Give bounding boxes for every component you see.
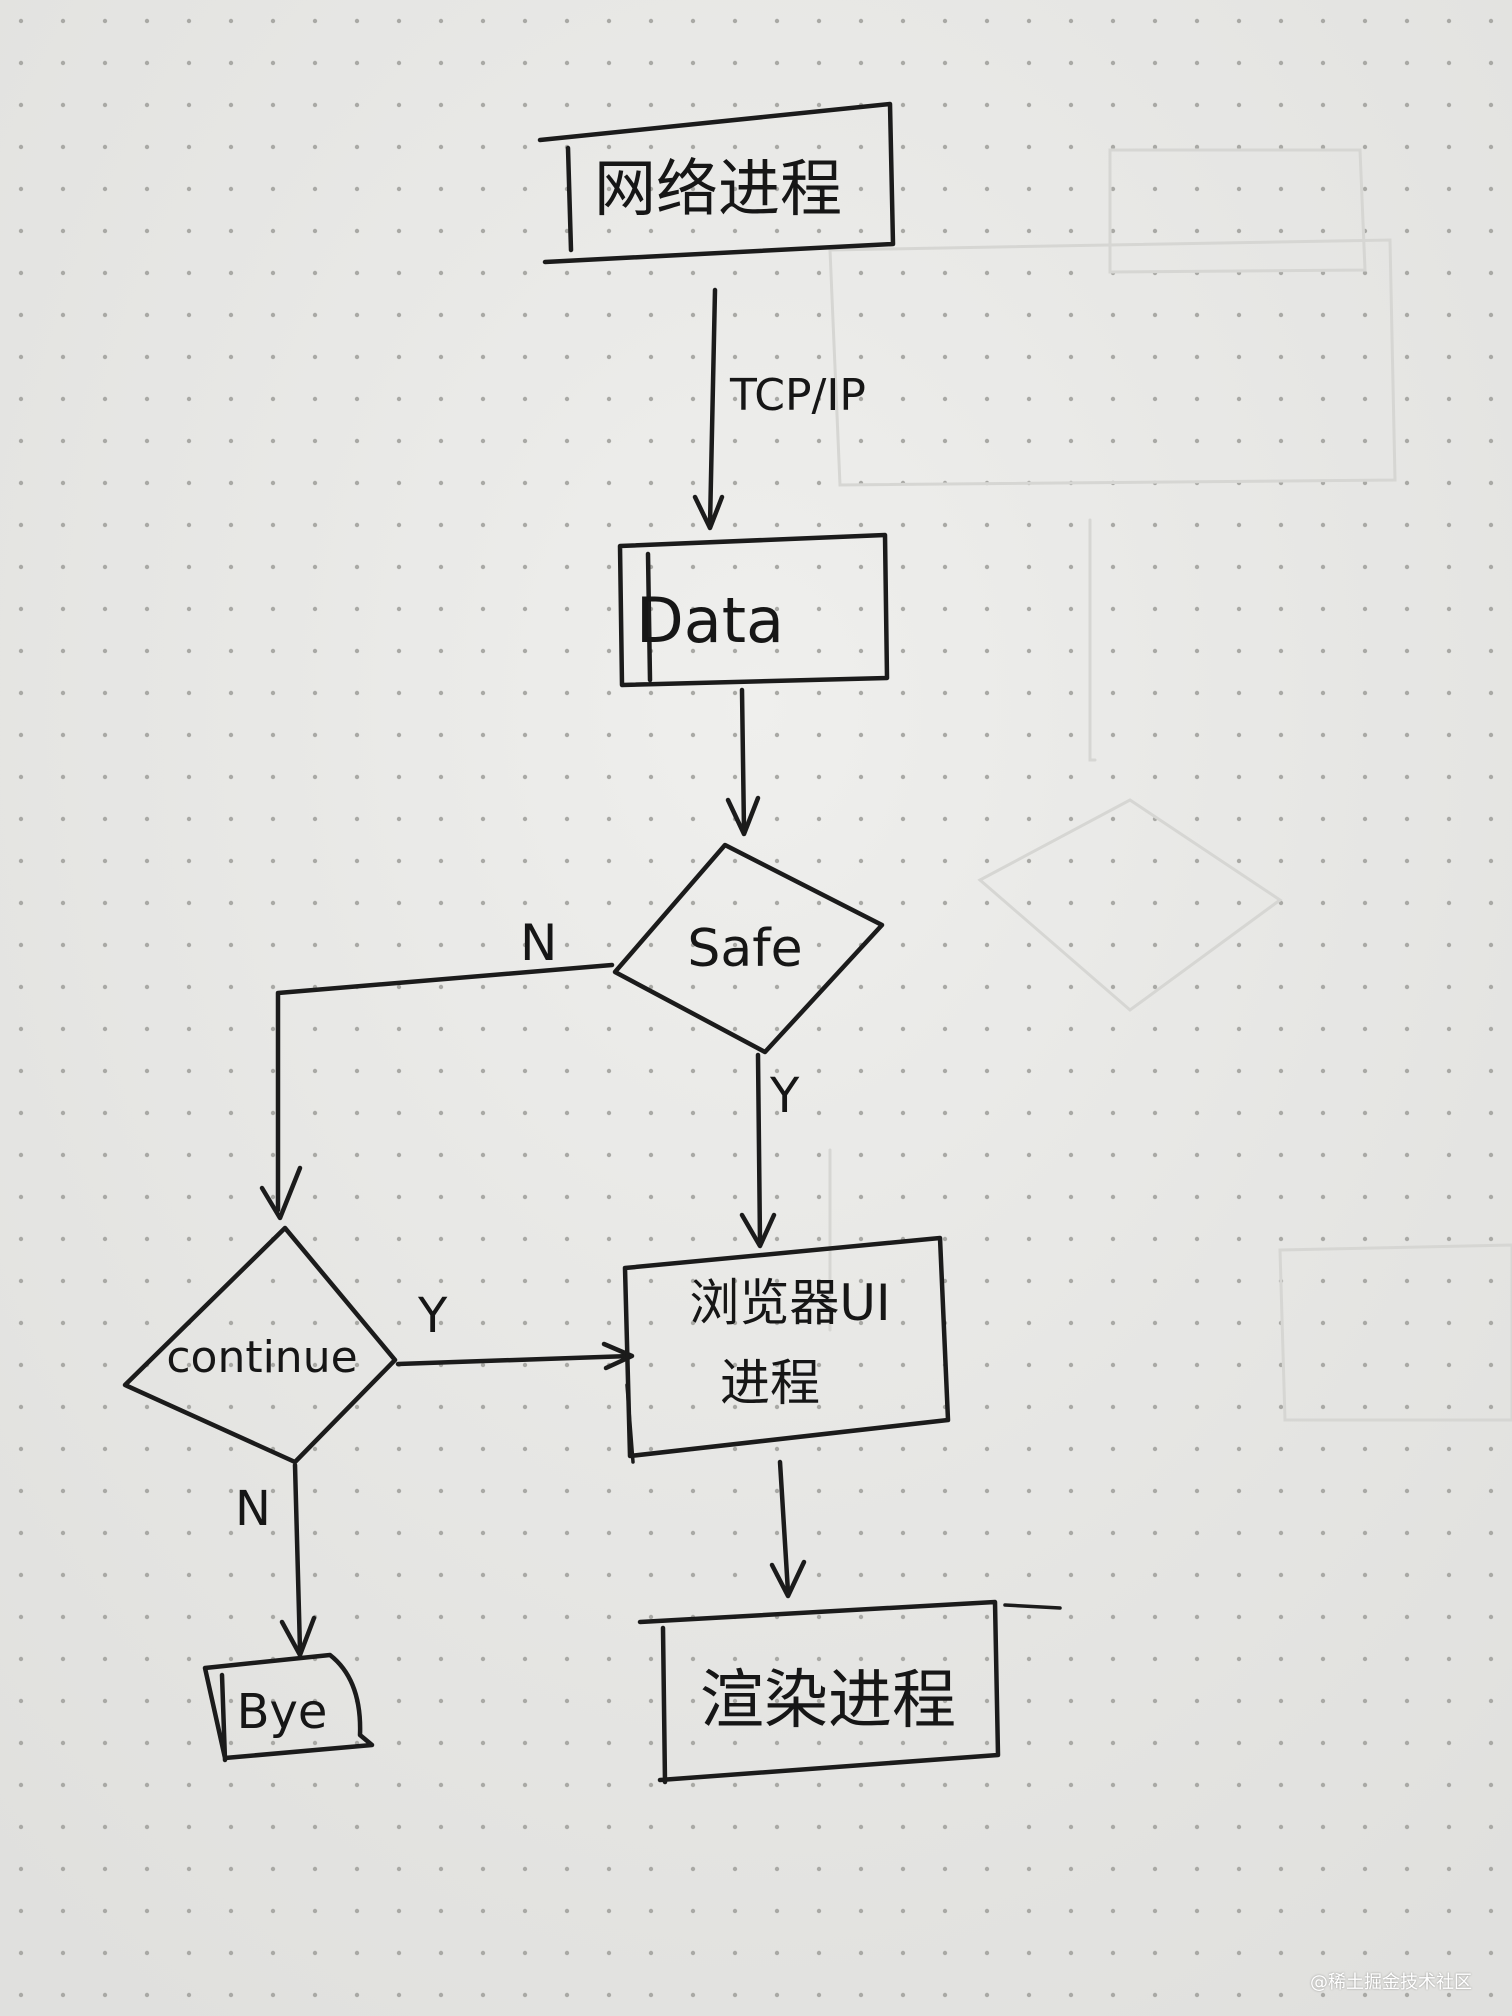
- watermark-text: @稀土掘金技术社区: [1310, 1972, 1472, 1993]
- data-label: Data: [636, 584, 784, 657]
- edge-label-continue-yes: Y: [417, 1288, 448, 1344]
- render-process-node: 渲染进程: [637, 1599, 1062, 1785]
- bye-node: Bye: [202, 1652, 375, 1763]
- edge-network-to-data: TCP/IP: [692, 287, 866, 531]
- edge-data-to-safe: [725, 687, 761, 837]
- network-process-label: 网络进程: [594, 152, 842, 225]
- browser-ui-process-node: 浏览器UI 进程: [622, 1235, 951, 1464]
- network-process-node: 网络进程: [537, 101, 896, 265]
- browser-ui-label-line2: 进程: [720, 1354, 820, 1412]
- safe-label: Safe: [687, 919, 802, 979]
- edge-safe-yes: Y: [739, 1052, 800, 1249]
- bye-label: Bye: [237, 1684, 328, 1740]
- edge-continue-yes: Y: [395, 1288, 635, 1371]
- safe-decision-node: Safe: [612, 842, 885, 1055]
- render-process-label: 渲染进程: [700, 1664, 956, 1738]
- edge-label-safe-yes: Y: [769, 1068, 800, 1124]
- edge-safe-no: N: [259, 914, 615, 1221]
- browser-ui-label-line1: 浏览器UI: [689, 1274, 890, 1332]
- edge-continue-no: N: [235, 1462, 317, 1658]
- continue-decision-node: continue: [122, 1225, 398, 1465]
- data-node: Data: [617, 532, 890, 688]
- edge-label-tcp-ip: TCP/IP: [729, 370, 866, 421]
- bleed-through-marks: [828, 148, 1512, 1422]
- edge-label-continue-no: N: [235, 1481, 271, 1537]
- edge-browser-to-render: [769, 1459, 807, 1599]
- edge-label-safe-no: N: [520, 914, 557, 972]
- continue-label: continue: [166, 1332, 357, 1383]
